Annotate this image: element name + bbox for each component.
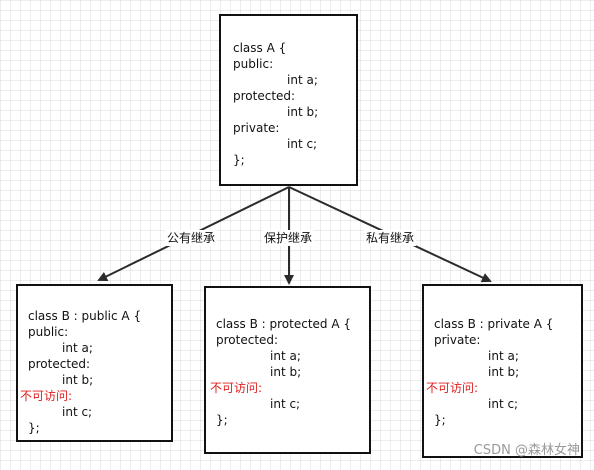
base-class-box: class A { public: int a; protected: int … bbox=[219, 14, 358, 186]
member-b: int b; bbox=[270, 365, 302, 379]
member-c: int c; bbox=[270, 397, 301, 411]
class-declaration: class A { bbox=[233, 41, 287, 55]
member-a: int a; bbox=[287, 73, 318, 87]
member-b: int b; bbox=[287, 105, 319, 119]
label-public-inheritance: 公有继承 bbox=[165, 230, 218, 246]
label-private-inheritance: 私有继承 bbox=[364, 230, 417, 246]
class-declaration: class B : protected A { bbox=[216, 317, 351, 331]
member-b: int b; bbox=[488, 365, 520, 379]
class-declaration: class B : private A { bbox=[434, 317, 554, 331]
access-protected: protected: bbox=[233, 89, 296, 103]
derived-protected-box: class B : protected A { protected: int a… bbox=[204, 286, 371, 454]
label-protected-inheritance: 保护继承 bbox=[262, 230, 315, 246]
access-protected: protected: bbox=[216, 333, 279, 347]
derived-private-box: class B : private A { private: int a; in… bbox=[422, 284, 583, 458]
access-inaccessible: 不可访问: bbox=[426, 381, 479, 395]
access-inaccessible: 不可访问: bbox=[210, 381, 263, 395]
member-c: int c; bbox=[488, 397, 519, 411]
access-private: private: bbox=[233, 121, 280, 135]
access-public: public: bbox=[28, 325, 69, 339]
member-c: int c; bbox=[287, 137, 318, 151]
access-protected: protected: bbox=[28, 357, 91, 371]
access-inaccessible: 不可访问: bbox=[20, 389, 73, 403]
access-public: public: bbox=[233, 57, 274, 71]
class-close: }; bbox=[434, 413, 446, 427]
member-b: int b; bbox=[62, 373, 94, 387]
class-declaration: class B : public A { bbox=[28, 309, 142, 323]
access-private: private: bbox=[434, 333, 481, 347]
member-a: int a; bbox=[62, 341, 93, 355]
member-c: int c; bbox=[62, 405, 93, 419]
member-a: int a; bbox=[488, 349, 519, 363]
class-close: }; bbox=[233, 153, 245, 167]
derived-public-box: class B : public A { public: int a; prot… bbox=[16, 284, 173, 442]
class-close: }; bbox=[28, 421, 40, 435]
watermark-text: CSDN @森林女神 bbox=[473, 443, 580, 458]
class-close: }; bbox=[216, 413, 228, 427]
member-a: int a; bbox=[270, 349, 301, 363]
